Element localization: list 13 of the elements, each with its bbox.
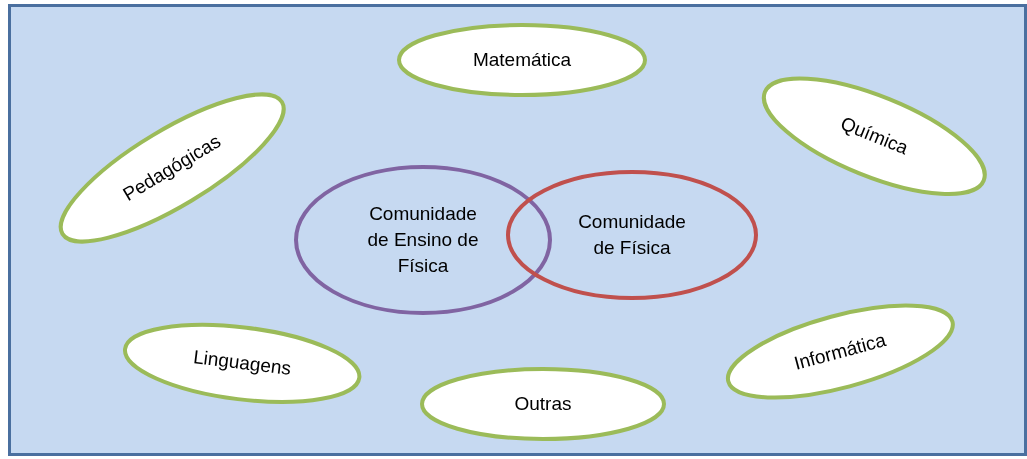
- area-ellipse: [56, 91, 288, 245]
- area-ellipse: [723, 302, 957, 402]
- node-label: Comunidade de Ensino de Física: [366, 202, 480, 278]
- area-ellipse: [395, 21, 649, 99]
- area-ellipse: [120, 320, 364, 406]
- area-ellipse: [418, 365, 668, 443]
- community-ellipse: [504, 168, 760, 302]
- area-ellipse: [759, 74, 989, 198]
- node-label: Outras: [514, 392, 572, 416]
- community-ellipse: [292, 163, 554, 317]
- node-label: Comunidade de Física: [577, 210, 687, 260]
- node-label: Linguagens: [191, 345, 293, 381]
- node-label: Matemática: [472, 48, 572, 72]
